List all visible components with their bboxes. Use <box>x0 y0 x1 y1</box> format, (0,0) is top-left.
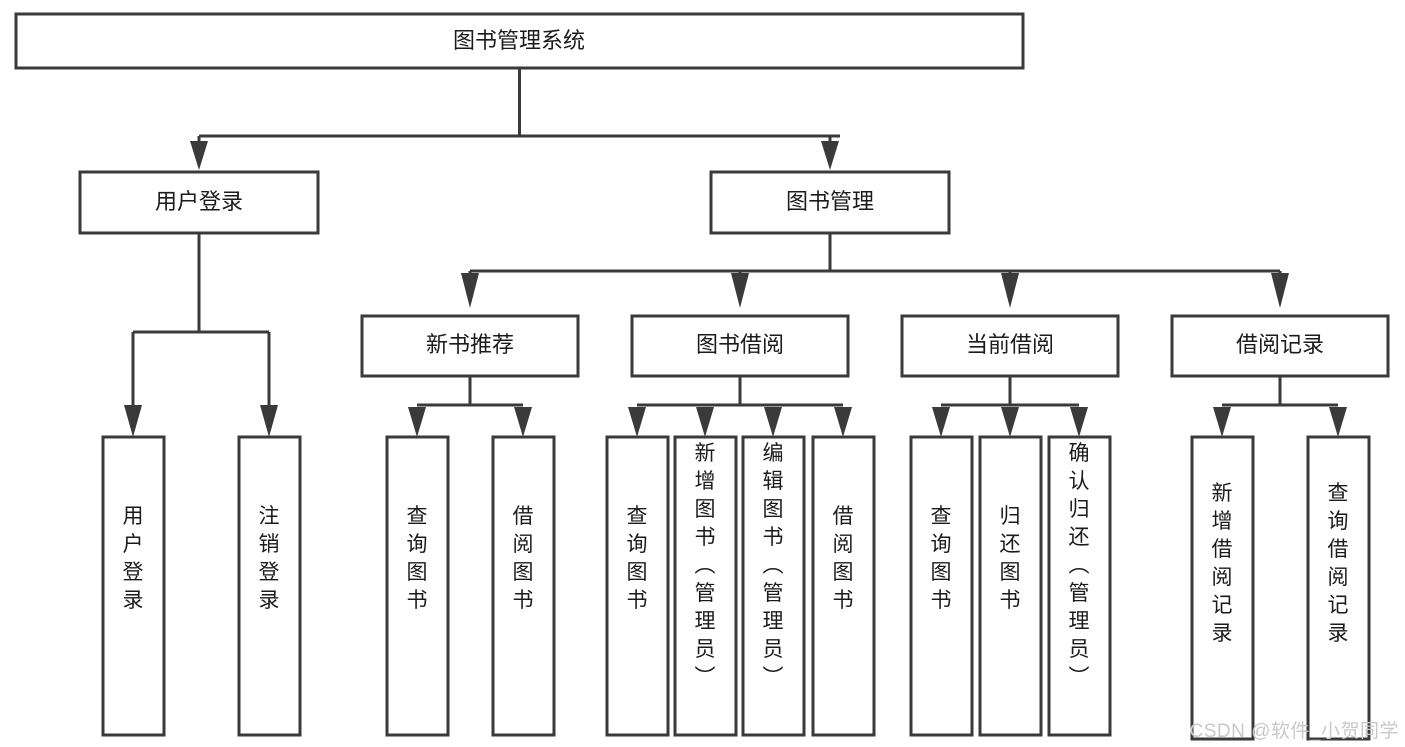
arrow-icon <box>461 273 479 308</box>
leaf-user-login-login[interactable]: 用户登录 <box>101 435 166 737</box>
arrow-icon <box>696 407 714 437</box>
connector-record-to-leaves <box>1213 376 1347 437</box>
arrow-icon <box>1001 273 1019 308</box>
arrow-icon <box>408 407 426 437</box>
arrow-icon <box>1001 407 1019 437</box>
leaf-borrow-edit-book[interactable]: 编辑图书︵管理员︶ <box>741 435 806 737</box>
arrow-icon <box>124 405 142 437</box>
leaf-borrow-borrow-book[interactable]: 借阅图书 <box>811 435 876 737</box>
arrow-icon <box>1271 273 1289 308</box>
leaf-label: 新增借阅记录 <box>1212 482 1233 645</box>
node-book-management-label: 图书管理 <box>786 189 874 214</box>
arrow-icon <box>834 407 852 437</box>
connector-newbook-to-leaves <box>408 376 532 437</box>
arrow-icon <box>1070 407 1088 437</box>
leaf-user-login-logout[interactable]: 注销登录 <box>237 435 302 737</box>
node-new-book-recommend[interactable]: 新书推荐 <box>360 314 580 378</box>
arrow-icon <box>932 407 950 437</box>
node-root-label: 图书管理系统 <box>453 28 585 53</box>
leaf-label: 查询图书 <box>407 505 428 612</box>
arrow-icon <box>821 141 839 170</box>
leaf-borrow-query-book[interactable]: 查询图书 <box>605 435 670 737</box>
leaf-current-confirm-return[interactable]: 确认归还︵管理员︶ <box>1047 435 1112 737</box>
leaf-record-add-record[interactable]: 新增借阅记录 <box>1190 435 1255 741</box>
node-book-borrow[interactable]: 图书借阅 <box>630 314 850 378</box>
node-borrow-record[interactable]: 借阅记录 <box>1170 314 1390 378</box>
leaf-label: 查询图书 <box>627 505 648 612</box>
leaf-label: 归还图书 <box>1000 505 1021 612</box>
connector-userlogin-to-leaves <box>124 233 278 437</box>
connector-root-to-level1 <box>190 68 840 170</box>
node-current-borrow-label: 当前借阅 <box>966 332 1054 357</box>
leaf-label: 借阅图书 <box>513 505 534 612</box>
node-current-borrow[interactable]: 当前借阅 <box>900 314 1120 378</box>
connector-bookmgmt-to-level2 <box>461 233 1289 308</box>
leaf-label: 注销登录 <box>259 505 280 612</box>
connector-borrow-to-leaves <box>628 376 852 437</box>
leaf-label: 新增图书︵管理员︶ <box>695 442 716 689</box>
node-borrow-record-label: 借阅记录 <box>1236 332 1324 357</box>
node-new-book-recommend-label: 新书推荐 <box>426 332 514 357</box>
arrow-icon <box>190 141 208 170</box>
leaf-label: 确认归还︵管理员︶ <box>1069 442 1090 689</box>
node-book-borrow-label: 图书借阅 <box>696 332 784 357</box>
node-root[interactable]: 图书管理系统 <box>14 12 1025 70</box>
leaf-label: 编辑图书︵管理员︶ <box>763 442 784 689</box>
leaf-newbook-borrow-book[interactable]: 借阅图书 <box>491 435 556 737</box>
leaf-newbook-query-book[interactable]: 查询图书 <box>385 435 450 737</box>
leaf-borrow-add-book[interactable]: 新增图书︵管理员︶ <box>673 435 738 737</box>
leaf-label: 借阅图书 <box>833 505 854 612</box>
arrow-icon <box>514 407 532 437</box>
leaf-label: 查询图书 <box>931 505 952 612</box>
node-book-management[interactable]: 图书管理 <box>709 170 951 235</box>
arrow-icon <box>628 407 646 437</box>
leaf-label: 用户登录 <box>123 505 144 612</box>
node-user-login-label: 用户登录 <box>155 189 243 214</box>
leaf-current-return-book[interactable]: 归还图书 <box>978 435 1043 737</box>
leaf-label: 查询借阅记录 <box>1328 482 1349 645</box>
arrow-icon <box>731 273 749 308</box>
node-user-login[interactable]: 用户登录 <box>78 170 320 235</box>
arrow-icon <box>1213 407 1231 437</box>
leaf-current-query-book[interactable]: 查询图书 <box>909 435 974 737</box>
arrow-icon <box>260 405 278 437</box>
arrow-icon <box>1329 407 1347 437</box>
leaf-record-query-record[interactable]: 查询借阅记录 <box>1306 435 1371 741</box>
connector-current-to-leaves <box>932 376 1088 437</box>
arrow-icon <box>764 407 782 437</box>
